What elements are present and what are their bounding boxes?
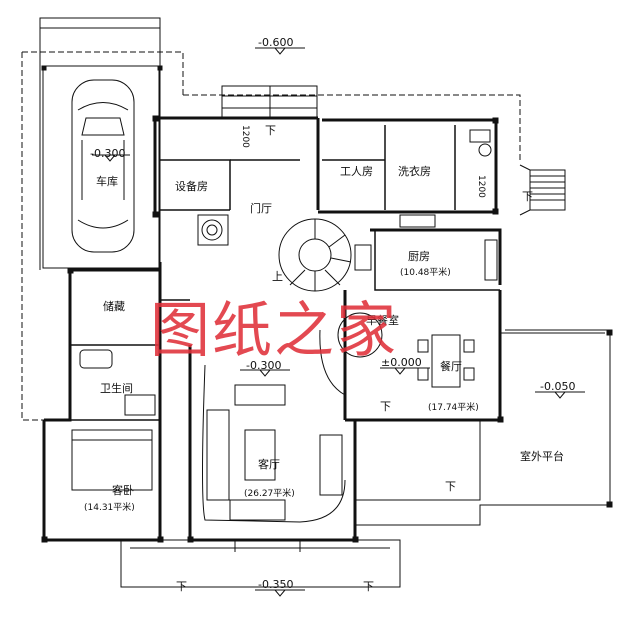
label-living-area: (26.27平米): [244, 489, 295, 499]
label-guest-bedroom: 客卧: [112, 484, 134, 497]
partitions: [70, 125, 500, 421]
label-utility: 工人房: [340, 165, 373, 178]
guest-bed: [71, 429, 153, 491]
stair-down-east: 下: [522, 190, 533, 203]
north-balcony: [221, 85, 318, 119]
spiral-stair: [278, 218, 352, 292]
stair-up: 上: [272, 270, 283, 283]
entry-steps: [197, 214, 229, 246]
kitchen-counter: [354, 214, 498, 281]
label-kitchen: 厨房: [408, 250, 430, 263]
dimension-1: 1200: [240, 125, 250, 148]
stair-down-dining: 下: [380, 400, 391, 413]
stair-down-north: 下: [265, 124, 276, 137]
garage-block: [39, 17, 161, 270]
label-breakfast: 早餐室: [366, 314, 399, 327]
label-equipment: 设备房: [175, 180, 208, 193]
label-terrace: 室外平台: [520, 450, 564, 463]
elevation-top: -0.600: [258, 36, 294, 49]
south-porch: [120, 539, 401, 588]
elevation-main: ±0.000: [381, 356, 422, 369]
elevation-garage: -0.300: [90, 147, 126, 160]
side-stairs: [519, 164, 566, 216]
dining-table: [417, 334, 475, 388]
label-bathroom: 卫生间: [100, 382, 133, 395]
label-storage: 储藏: [103, 300, 125, 313]
label-living: 客厅: [258, 458, 280, 471]
breakfast-table: [319, 312, 383, 396]
stair-down-south-right: 下: [363, 580, 374, 593]
watermark: 图纸之家: [150, 296, 398, 366]
label-garage: 车库: [96, 175, 118, 188]
elevation-terrace: -0.050: [540, 380, 576, 393]
label-dining: 餐厅: [440, 360, 462, 373]
stair-down-south-left: 下: [176, 580, 187, 593]
dimension-2: 1200: [476, 175, 486, 198]
label-laundry: 洗衣房: [398, 165, 431, 178]
elevation-markers: [92, 47, 585, 597]
living-furniture: [202, 364, 346, 523]
bath-fixtures: [79, 129, 492, 416]
elevation-bottom: -0.350: [258, 578, 294, 591]
label-guest-area: (14.31平米): [84, 503, 135, 513]
elevation-living: -0.300: [246, 359, 282, 372]
terrace-outline: [355, 329, 611, 526]
label-kitchen-area: (10.48平米): [400, 268, 451, 278]
stair-down-terrace: 下: [445, 480, 456, 493]
label-entry: 门厅: [250, 202, 272, 215]
columns: [41, 65, 613, 543]
label-dining-area: (17.74平米): [428, 403, 479, 413]
car-outline: [71, 79, 135, 253]
